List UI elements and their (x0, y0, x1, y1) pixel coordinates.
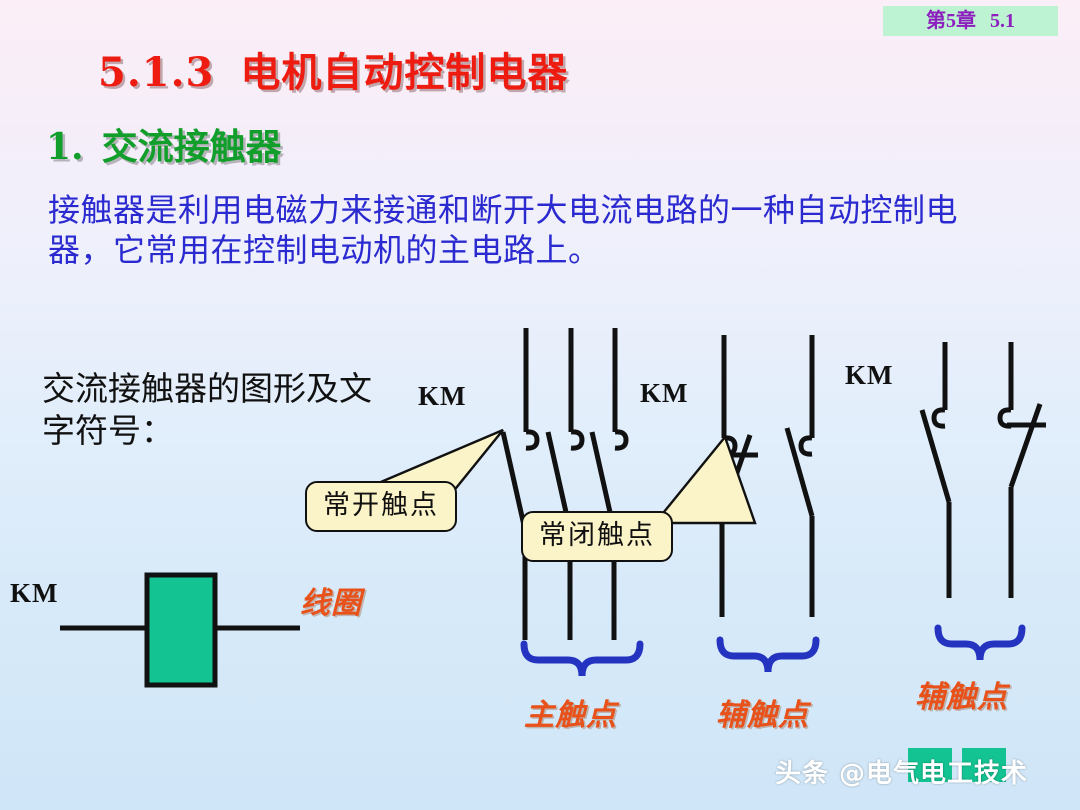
page-title-text: 电机自动控制电器 (240, 49, 569, 96)
main-pole1-hook (525, 429, 540, 451)
label-aux-contacts-1: 辅触点 (716, 698, 809, 733)
badge-chapter-label: 第5章 (926, 10, 976, 32)
aux2-nc-hook (997, 407, 1012, 429)
km-label-coil: KM (10, 578, 59, 608)
aux2-no-blade (919, 409, 952, 503)
label-coil: 线圈 (300, 586, 362, 621)
contact-group-braces (520, 624, 1026, 677)
label-main-contacts: 主触点 (524, 698, 617, 733)
aux1-no-hook (798, 435, 813, 457)
km-label-aux-group-2: KM (845, 360, 894, 390)
main-pole3-hook (614, 429, 629, 451)
main-pole1-blade (500, 431, 528, 531)
watermark-box-1 (908, 748, 952, 782)
badge-section-label: 5.1 (990, 10, 1015, 32)
km-label-aux-group-1: KM (640, 378, 689, 408)
label-aux-contacts-2: 辅触点 (915, 680, 1008, 715)
aux2-nc-blade (1008, 403, 1043, 488)
main-contacts-group (500, 328, 629, 640)
aux-contacts-group-2 (919, 342, 1046, 598)
brace-main-contacts (520, 640, 644, 677)
brace-aux-2 (934, 624, 1026, 661)
brace-aux-1 (716, 636, 820, 673)
aux1-no-blade (784, 427, 815, 517)
aux2-no-hook (931, 407, 946, 429)
section-subtitle-text: 交流接触器 (101, 126, 282, 168)
watermark-text: 头条 @电气电工技术 (775, 759, 1029, 789)
coil-box (144, 572, 218, 688)
callout-normally-open-contact: 常开触点 (305, 481, 457, 532)
watermark-backing-shapes (908, 748, 1006, 782)
callout-nc-tail (652, 434, 757, 525)
page-title: 5.1.3 电机自动控制电器 (98, 40, 568, 98)
page-title-number: 5.1.3 (98, 49, 215, 96)
section-subtitle-number: 1. (46, 126, 84, 168)
main-pole2-hook (570, 429, 585, 451)
body-paragraph: 接触器是利用电磁力来接通和断开大电流电路的一种自动控制电器，它常用在控制电动机的… (48, 191, 959, 269)
figure-caption: 交流接触器的图形及文字符号： (42, 369, 372, 450)
section-subtitle: 1. 交流接触器 (46, 118, 282, 170)
chapter-badge: 第5章 5.1 (883, 6, 1058, 36)
callout-normally-closed-contact: 常闭触点 (521, 511, 673, 562)
km-label-main-contacts: KM (418, 381, 467, 411)
coil-symbol (60, 572, 300, 688)
watermark-box-2 (962, 748, 1006, 782)
